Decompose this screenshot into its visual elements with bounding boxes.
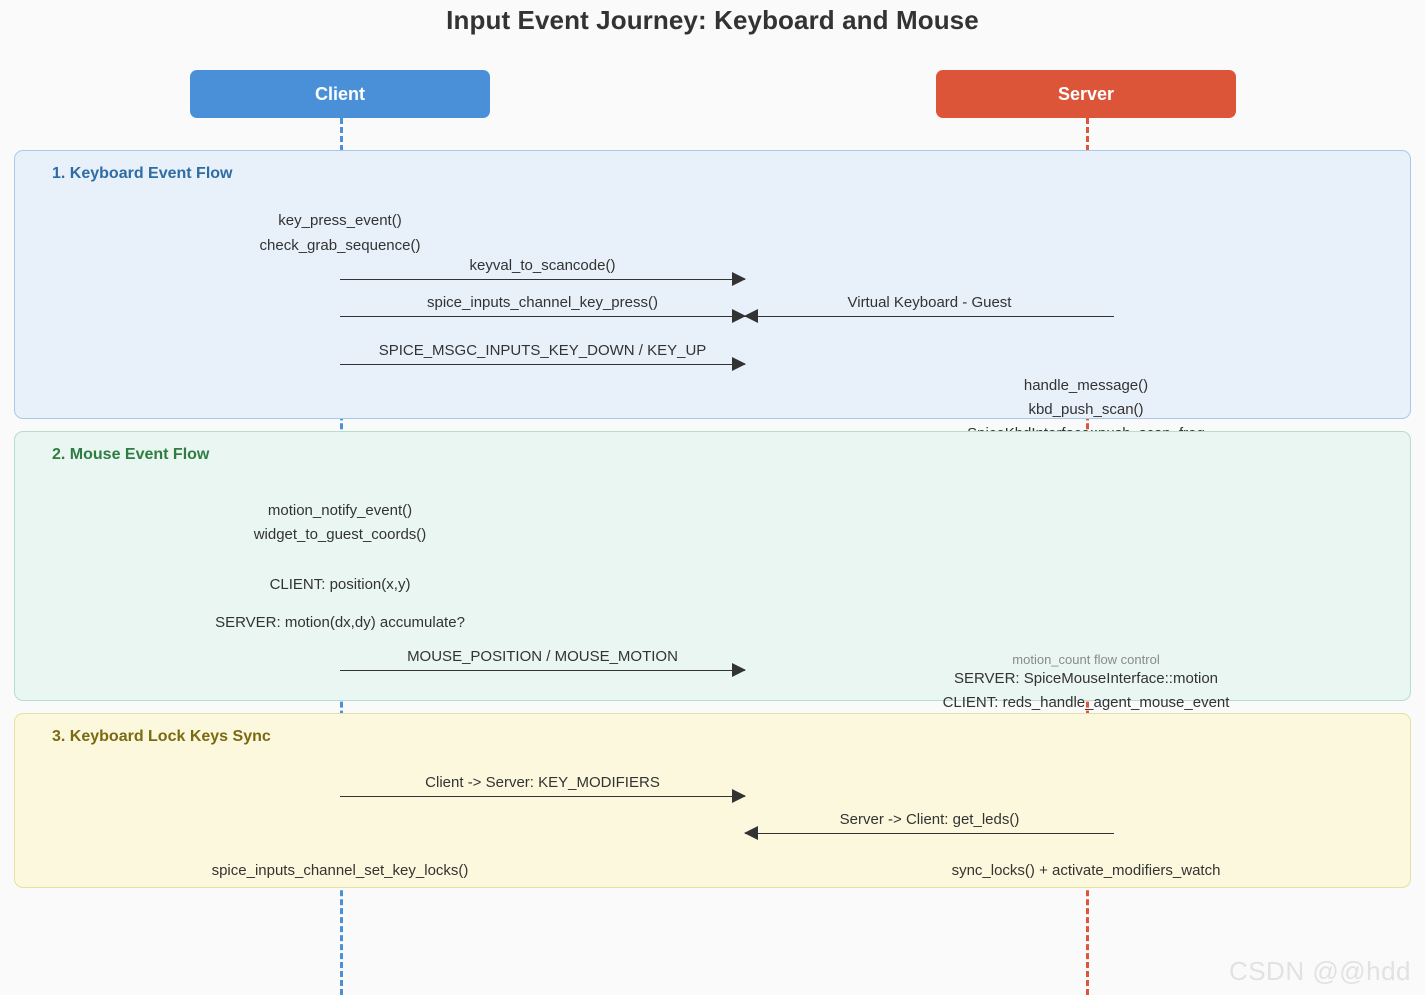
actor-client[interactable]: Client (190, 70, 490, 118)
message-line (340, 364, 745, 365)
section-mouse-event-flow: 2. Mouse Event Flow (14, 431, 1411, 701)
note-reds-handle-agent-mouse-event: CLIENT: reds_handle_agent_mouse_event (942, 694, 1230, 711)
message-line (745, 316, 1114, 317)
arrowhead-left-icon (744, 309, 758, 323)
note-check-grab-sequence: check_grab_sequence() (259, 237, 421, 254)
message-line (340, 279, 745, 280)
message-label: Client -> Server: KEY_MODIFIERS (425, 774, 660, 791)
page-title: Input Event Journey: Keyboard and Mouse (446, 5, 979, 35)
note-spice-inputs-channel-set-key-locks: spice_inputs_channel_set_key_locks() (211, 862, 469, 879)
message-label: Virtual Keyboard - Guest (847, 294, 1012, 311)
note-motion-notify-event: motion_notify_event() (267, 502, 413, 519)
message-label: MOUSE_POSITION / MOUSE_MOTION (407, 648, 678, 665)
note-sync-locks-activate-modifiers-watch: sync_locks() + activate_modifiers_watch (951, 862, 1221, 879)
note-motion-count-flow-control: motion_count flow control (1012, 652, 1160, 667)
actor-client-label: Client (314, 83, 365, 104)
arrowhead-left-icon (744, 826, 758, 840)
note-widget-to-guest-coords: widget_to_guest_coords() (253, 526, 427, 543)
section-keyboard-event-flow: 1. Keyboard Event Flow (14, 150, 1411, 419)
section-1-label: 1. Keyboard Event Flow (52, 165, 233, 182)
section-keyboard-lock-keys-sync: 3. Keyboard Lock Keys Sync (14, 713, 1411, 888)
actor-server[interactable]: Server (936, 70, 1236, 118)
message-line (745, 833, 1114, 834)
message-label: Server -> Client: get_leds() (839, 811, 1020, 828)
section-3-label: 3. Keyboard Lock Keys Sync (52, 728, 271, 745)
message-line (340, 796, 745, 797)
message-label: keyval_to_scancode() (469, 257, 616, 274)
note-handle-message: handle_message() (1023, 377, 1149, 394)
note-server-motion-accumulate: SERVER: motion(dx,dy) accumulate? (215, 614, 465, 631)
section-2-label: 2. Mouse Event Flow (52, 446, 210, 463)
message-line (340, 316, 745, 317)
note-kbd-push-scan: kbd_push_scan() (1028, 401, 1144, 418)
message-label: spice_inputs_channel_key_press() (427, 294, 658, 311)
arrowhead-right-icon (732, 309, 746, 323)
message-line (340, 670, 745, 671)
watermark: CSDN @@hdd (1228, 956, 1411, 986)
arrowhead-right-icon (732, 663, 746, 677)
arrowhead-right-icon (732, 789, 746, 803)
arrowhead-right-icon (732, 357, 746, 371)
message-label: SPICE_MSGC_INPUTS_KEY_DOWN / KEY_UP (378, 342, 707, 359)
note-spice-mouse-interface-motion: SERVER: SpiceMouseInterface::motion (953, 670, 1219, 687)
note-key-press-event: key_press_event() (278, 212, 402, 229)
arrowhead-right-icon (732, 272, 746, 286)
note-client-position-xy: CLIENT: position(x,y) (269, 576, 411, 593)
actor-server-label: Server (1057, 83, 1115, 104)
